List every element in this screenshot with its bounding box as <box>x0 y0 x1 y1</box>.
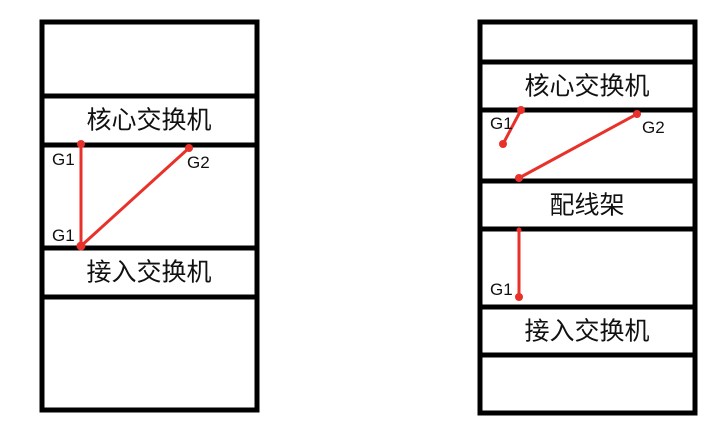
port-dot-icon <box>516 227 522 233</box>
device-label: 接入交换机 <box>86 258 211 287</box>
patch-cable <box>518 112 638 180</box>
port-label: G2 <box>187 153 210 172</box>
port-dot-icon <box>515 174 523 182</box>
port-label: G2 <box>642 118 665 137</box>
port-dot-icon <box>515 293 523 301</box>
port-label: G1 <box>52 226 75 245</box>
rack-frame <box>477 19 698 416</box>
device-label: 接入交换机 <box>524 317 649 346</box>
port-dot-icon <box>185 144 193 152</box>
port-label: G1 <box>490 114 513 133</box>
device-label: 配线架 <box>549 191 624 220</box>
port-dot-icon <box>77 140 85 148</box>
patch-cable <box>79 146 191 248</box>
device-label: 核心交换机 <box>86 106 211 135</box>
patch-cable <box>501 109 523 145</box>
port-dot-icon <box>517 106 525 114</box>
rack-frame <box>39 19 260 413</box>
port-dot-icon <box>633 110 641 118</box>
port-dot-icon <box>499 140 507 148</box>
port-label: G1 <box>52 150 75 169</box>
port-label: G1 <box>490 280 513 299</box>
port-dot-icon <box>76 241 86 251</box>
device-label: 核心交换机 <box>524 72 649 101</box>
